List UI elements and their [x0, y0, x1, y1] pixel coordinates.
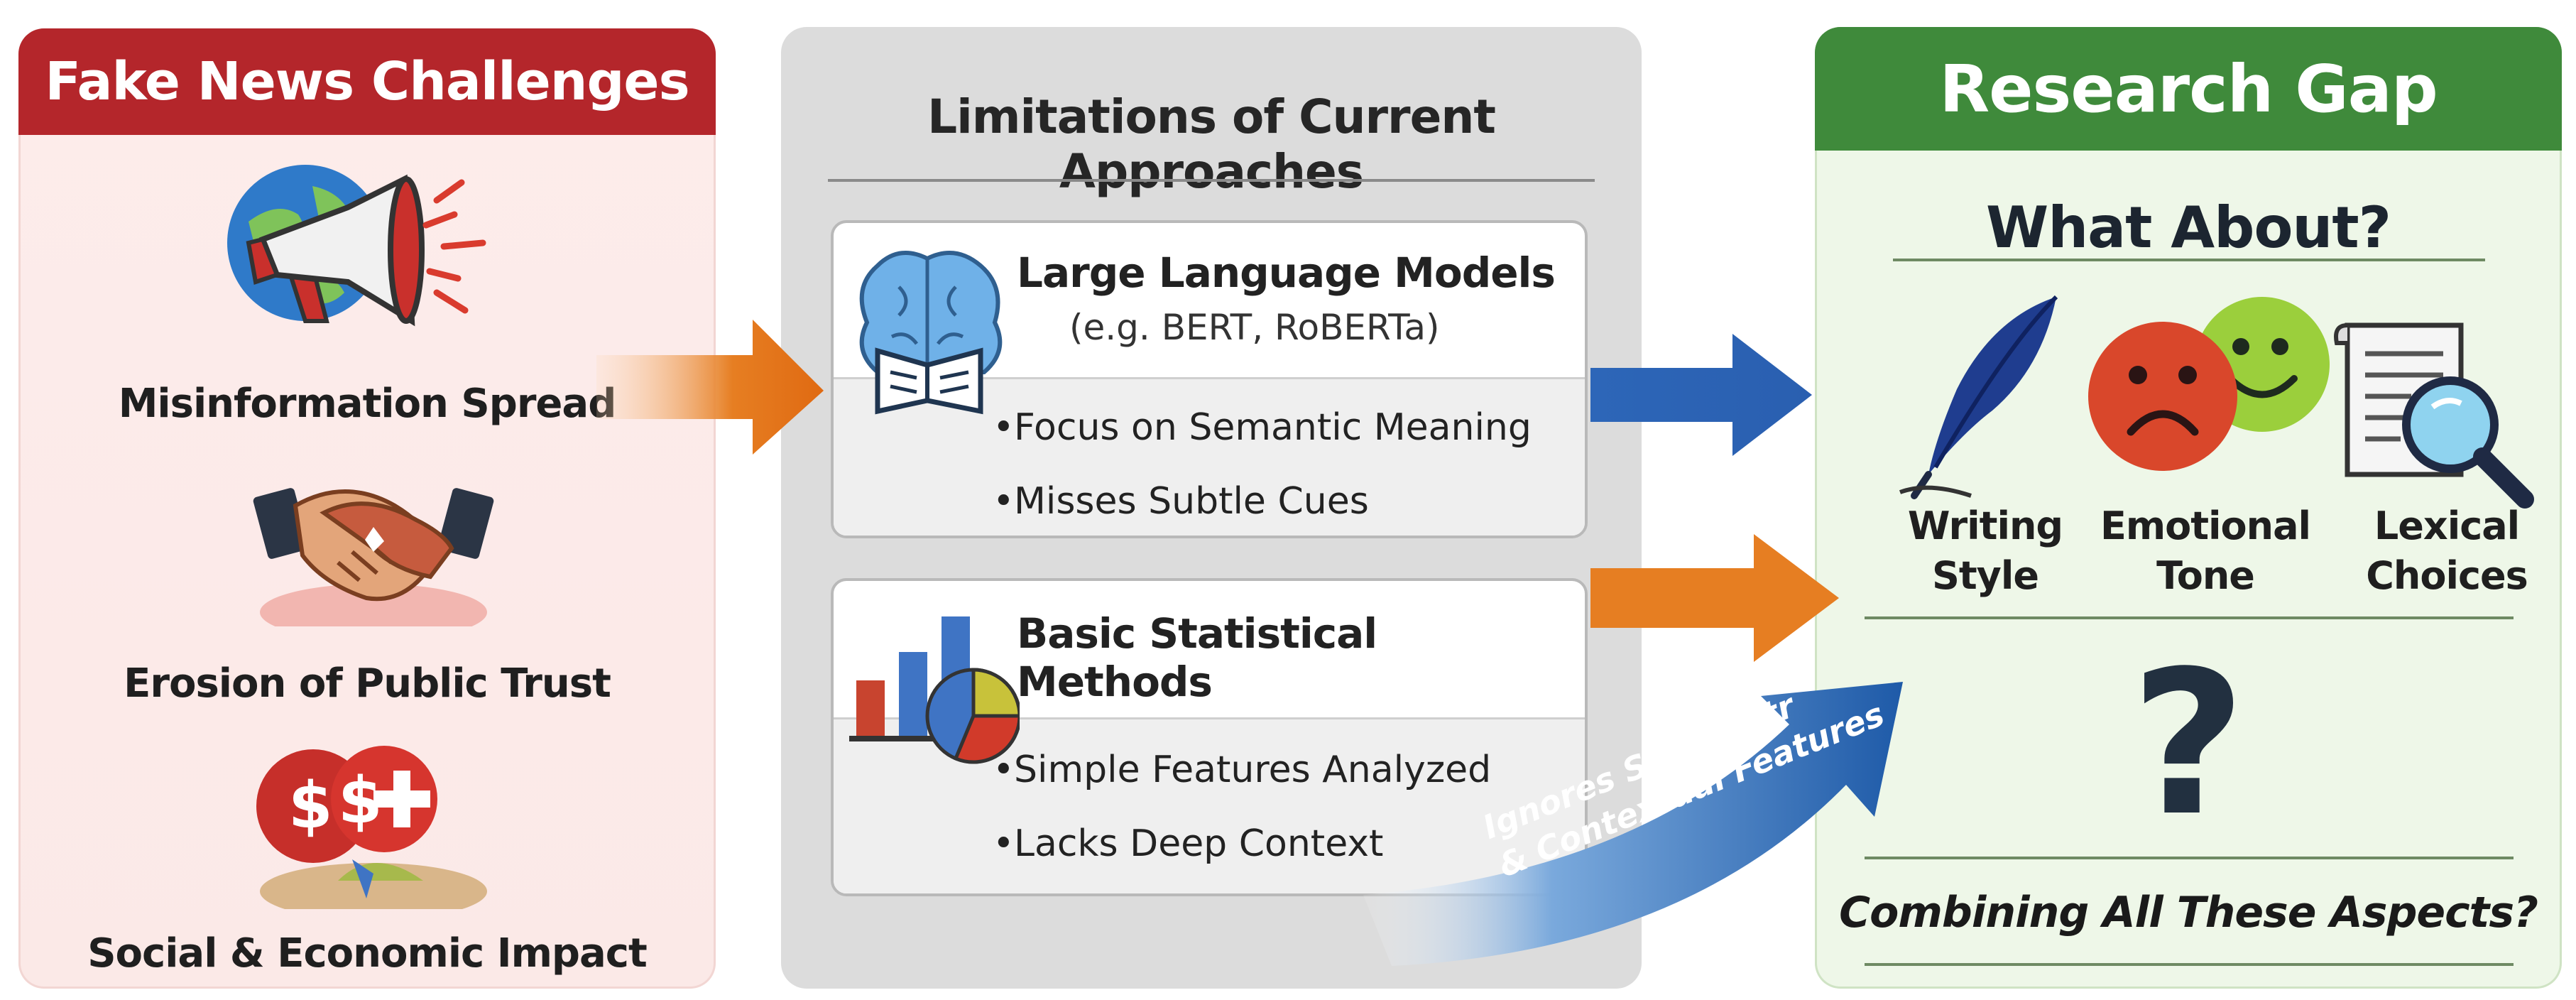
- list-item: •Simple Features Analyzed: [993, 749, 1492, 791]
- closing-divider-bottom: [1865, 963, 2514, 966]
- challenges-title: Fake News Challenges: [18, 28, 716, 135]
- card-statistical: Basic Statistical Methods •Simple Featur…: [831, 578, 1588, 896]
- what-about-heading: What About?: [1985, 195, 2391, 261]
- title-divider: [828, 179, 1595, 182]
- label-misinformation-spread: Misinformation Spread: [118, 381, 617, 427]
- label-erosion-public-trust: Erosion of Public Trust: [124, 661, 611, 707]
- research-gap-panel: Research Gap What About? Writing Style E…: [1815, 27, 2562, 989]
- bar-pie-chart-icon: [849, 616, 1020, 764]
- list-item: •Focus on Semantic Meaning: [993, 406, 1532, 449]
- limitations-title: Limitations of Current Approaches: [927, 89, 1496, 199]
- label-social-economic-impact: Social & Economic Impact: [87, 930, 648, 977]
- card-llm-subtitle: (e.g. BERT, RoBERTa): [1069, 307, 1440, 348]
- megaphone-globe-icon: [227, 165, 486, 327]
- handshake-icon: [253, 488, 494, 626]
- aspects-divider: [1865, 616, 2514, 619]
- card-statistical-title: Basic Statistical Methods: [1017, 609, 1377, 706]
- challenges-panel: Fake News Challenges Misinformation Spre…: [18, 28, 716, 989]
- brain-book-icon: [859, 251, 1003, 415]
- money-health-icon: $ $: [256, 746, 487, 909]
- list-item: •Misses Subtle Cues: [993, 480, 1369, 523]
- card-llm: Large Language Models (e.g. BERT, RoBERT…: [831, 220, 1588, 538]
- list-item: •Lacks Deep Context: [993, 822, 1384, 865]
- document-magnifier-icon: [2334, 322, 2534, 509]
- combining-aspects-text: Combining All These Aspects?: [1839, 888, 2538, 938]
- label-writing-style: Writing Style: [1907, 504, 2063, 598]
- what-about-divider: [1893, 259, 2485, 261]
- card-llm-title: Large Language Models: [1017, 249, 1556, 297]
- question-mark-symbol: ?: [2130, 629, 2247, 860]
- research-gap-title: Research Gap: [1815, 27, 2562, 151]
- svg-text:$: $: [288, 768, 333, 843]
- closing-divider-top: [1865, 857, 2514, 859]
- emotion-faces-icon: [2088, 297, 2330, 471]
- quill-icon: [1899, 295, 2058, 499]
